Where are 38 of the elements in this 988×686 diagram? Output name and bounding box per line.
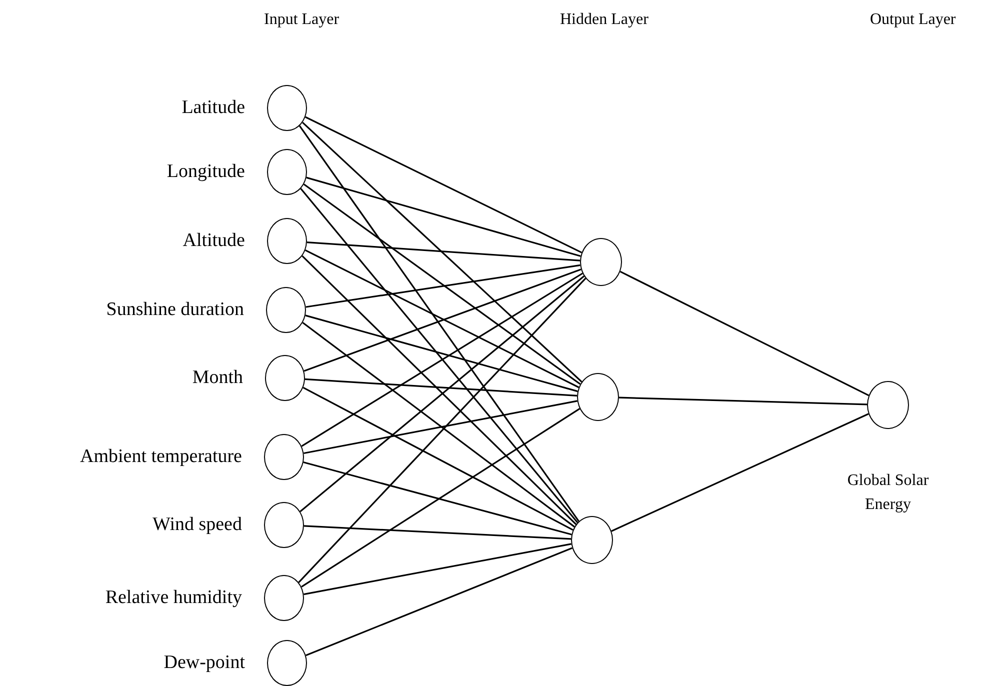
input-label: Altitude xyxy=(182,229,245,253)
connection-line xyxy=(305,116,582,254)
connection-line xyxy=(304,543,572,596)
connection-line xyxy=(302,122,582,382)
connection-line xyxy=(302,386,574,531)
connection-line xyxy=(298,278,586,583)
connection-line xyxy=(306,176,581,257)
connection-line xyxy=(304,249,580,388)
connection-line xyxy=(304,378,578,397)
connection-line xyxy=(618,396,868,406)
connection-line xyxy=(305,314,578,392)
input-label: Dew-point xyxy=(164,651,245,675)
connection-line xyxy=(306,242,580,262)
connection-line xyxy=(301,408,580,588)
connection-line xyxy=(306,264,580,308)
connection-line xyxy=(611,413,869,532)
connection-line xyxy=(304,268,582,372)
layer-heading: Output Layer xyxy=(870,10,956,30)
input-label: Wind speed xyxy=(152,513,242,537)
output-label: Global Solar Energy xyxy=(846,471,930,515)
layer-heading: Hidden Layer xyxy=(560,10,648,30)
connection-line xyxy=(300,188,578,524)
connection-line xyxy=(306,547,572,656)
connection-line xyxy=(302,322,575,528)
connection-line xyxy=(304,525,572,540)
layer-heading: Input Layer xyxy=(264,10,340,30)
connection-line xyxy=(303,461,572,536)
input-label: Month xyxy=(192,366,243,390)
input-label: Sunshine duration xyxy=(106,298,244,322)
input-label: Longitude xyxy=(166,160,245,184)
input-label: Latitude xyxy=(182,96,245,120)
connection-line xyxy=(620,270,870,396)
connection-line xyxy=(301,272,583,447)
input-label: Ambient temperature xyxy=(80,445,242,469)
connection-line xyxy=(298,125,580,522)
connection-line xyxy=(304,400,578,454)
connection-line xyxy=(303,184,581,385)
input-label: Relative humidity xyxy=(105,586,242,610)
